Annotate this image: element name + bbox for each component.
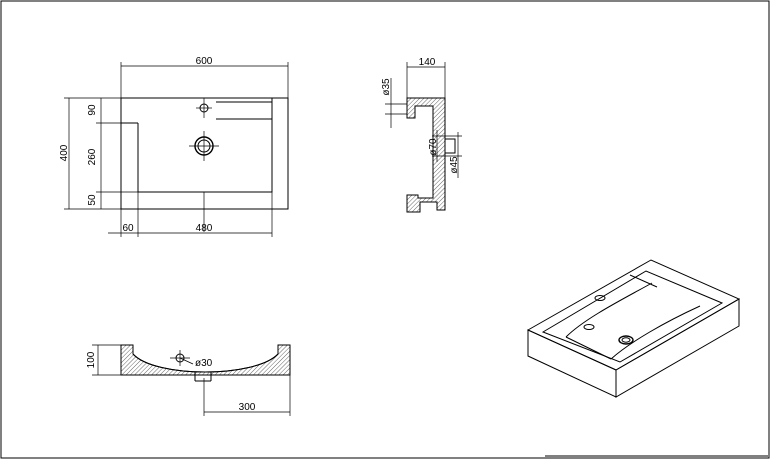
side-section-wall bbox=[406, 97, 446, 213]
dim-back-rim: 50 bbox=[87, 194, 98, 206]
dim-drain-inner: ø45 bbox=[449, 156, 460, 174]
dim-front-tap-hole: ø30 bbox=[195, 358, 213, 369]
dim-front-offset: 300 bbox=[239, 402, 256, 413]
side-section: 140 ø35 ø70 ø45 bbox=[381, 57, 462, 213]
iso-tap-hole bbox=[594, 295, 606, 301]
dim-side-tap-hole: ø35 bbox=[381, 78, 392, 96]
dim-side-rim: 60 bbox=[122, 223, 134, 234]
dim-side-width: 140 bbox=[419, 57, 436, 68]
dim-drain-outer: ø70 bbox=[428, 138, 439, 156]
dim-overall-width: 600 bbox=[196, 56, 213, 67]
isometric-view bbox=[526, 259, 741, 398]
dim-bowl-depth: 260 bbox=[87, 148, 98, 165]
iso-drain bbox=[618, 335, 634, 345]
basin-inner-rim bbox=[541, 270, 724, 363]
front-section: ø30 100 300 bbox=[86, 344, 291, 416]
basin-side-face bbox=[615, 298, 740, 398]
dim-front-rim: 90 bbox=[87, 104, 98, 116]
basin-outline bbox=[120, 97, 289, 210]
dim-overall-depth: 400 bbox=[59, 144, 70, 161]
drain-stub bbox=[444, 138, 456, 154]
iso-overflow bbox=[583, 324, 595, 330]
dim-bowl-width: 480 bbox=[196, 223, 213, 234]
top-view: 600 400 90 260 50 60 480 bbox=[59, 56, 289, 237]
dim-front-height: 100 bbox=[86, 351, 97, 368]
